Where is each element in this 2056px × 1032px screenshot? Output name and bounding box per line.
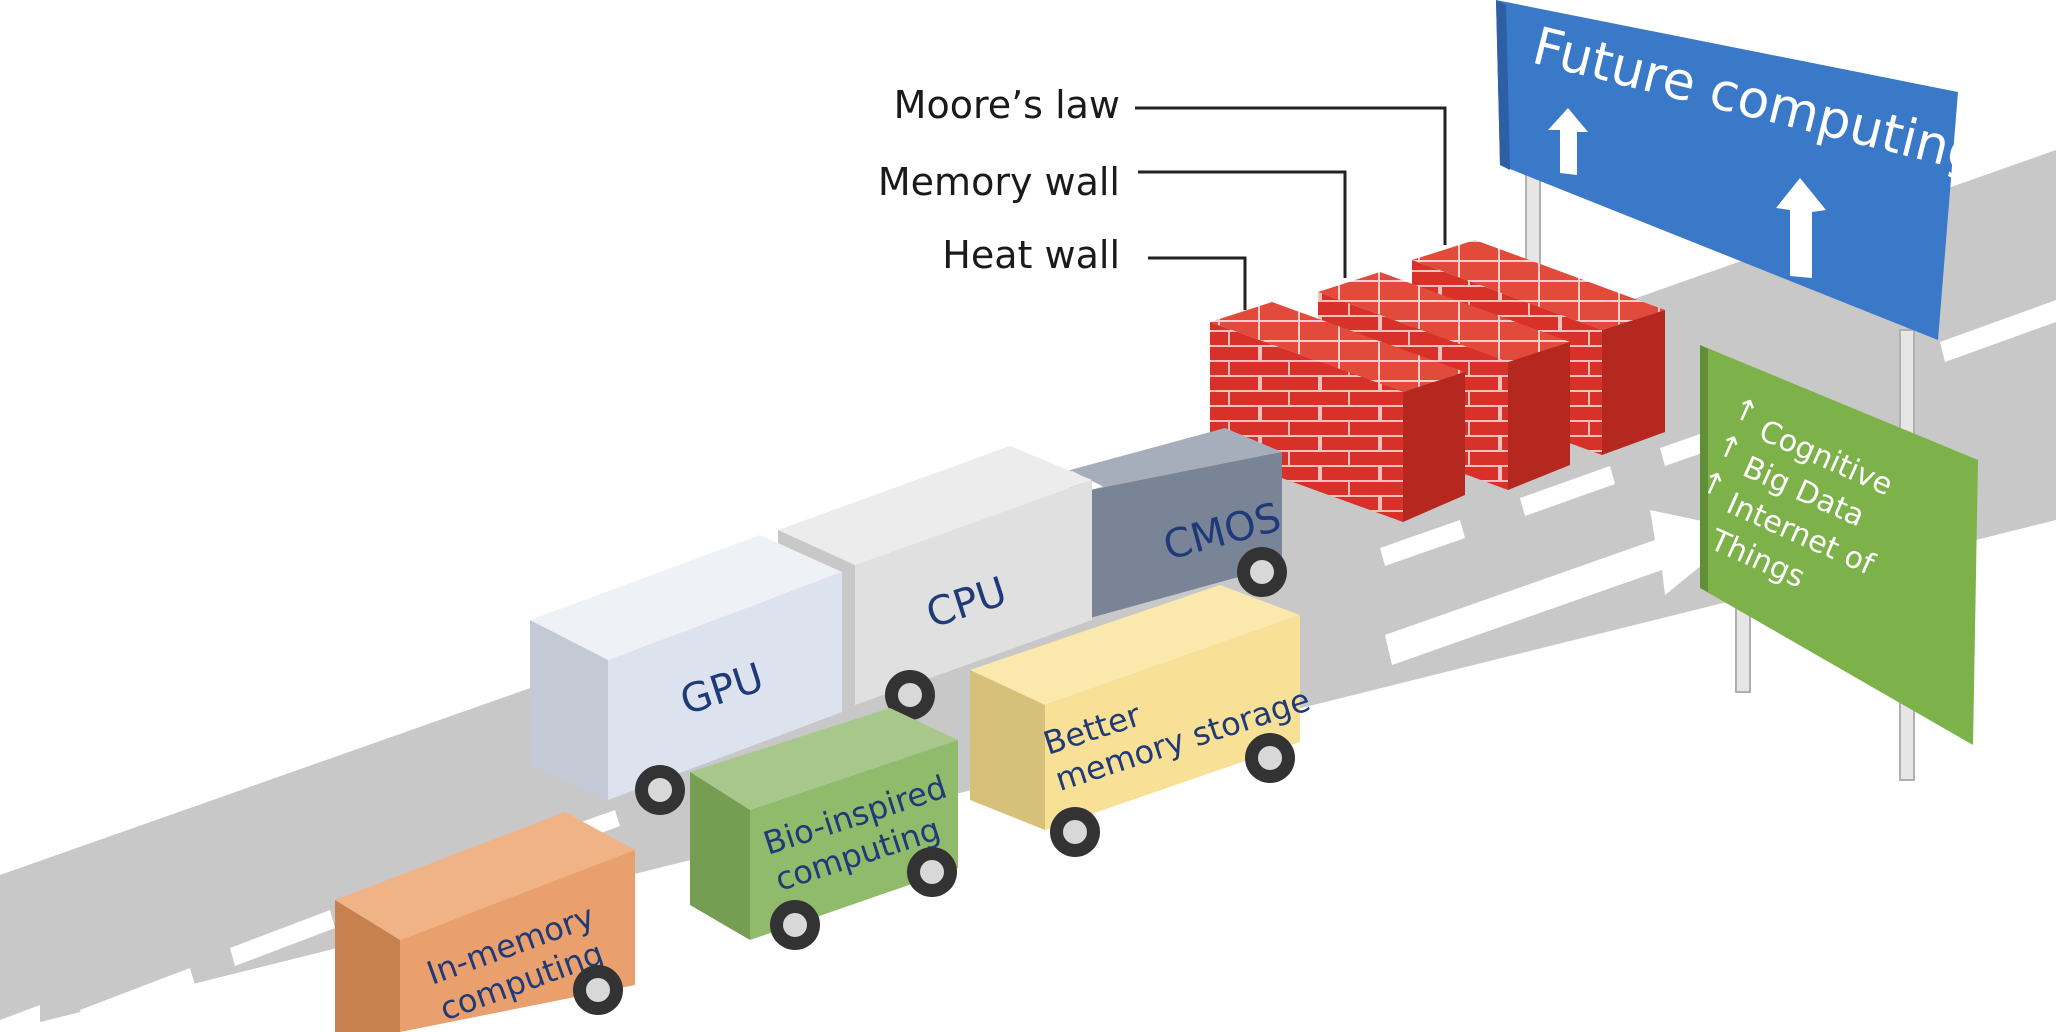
wheel-icon	[1050, 807, 1100, 857]
wheel-icon	[573, 965, 623, 1015]
moores-law-callout: Moore’s law	[894, 83, 1120, 127]
direction-arrow	[1385, 510, 1745, 665]
wheel-icon	[1237, 547, 1287, 597]
in-memory-computing-truck: In-memory computing	[335, 812, 635, 1032]
cmos-truck: CMOS	[1070, 428, 1287, 618]
wheel-icon	[770, 900, 820, 950]
wheel-icon	[885, 670, 935, 720]
wheel-icon	[635, 765, 685, 815]
up-arrow-icon	[1548, 108, 1588, 175]
memory-wall-callout: Memory wall	[878, 160, 1120, 204]
heat-wall	[1210, 302, 1465, 522]
heat-wall-callout: Heat wall	[942, 233, 1120, 277]
callouts	[1135, 106, 1447, 310]
up-arrow-icon	[1776, 178, 1826, 278]
bio-inspired-computing-truck: Bio-inspired computing	[690, 708, 958, 950]
applications-sign: ↑ Cognitive ↑ Big Data ↑ Internet of Thi…	[1694, 345, 1978, 745]
better-memory-storage-truck: Better memory storage	[970, 585, 1315, 857]
wheel-icon	[1245, 733, 1295, 783]
wheel-icon	[907, 847, 957, 897]
gpu-truck: GPU	[530, 535, 842, 815]
